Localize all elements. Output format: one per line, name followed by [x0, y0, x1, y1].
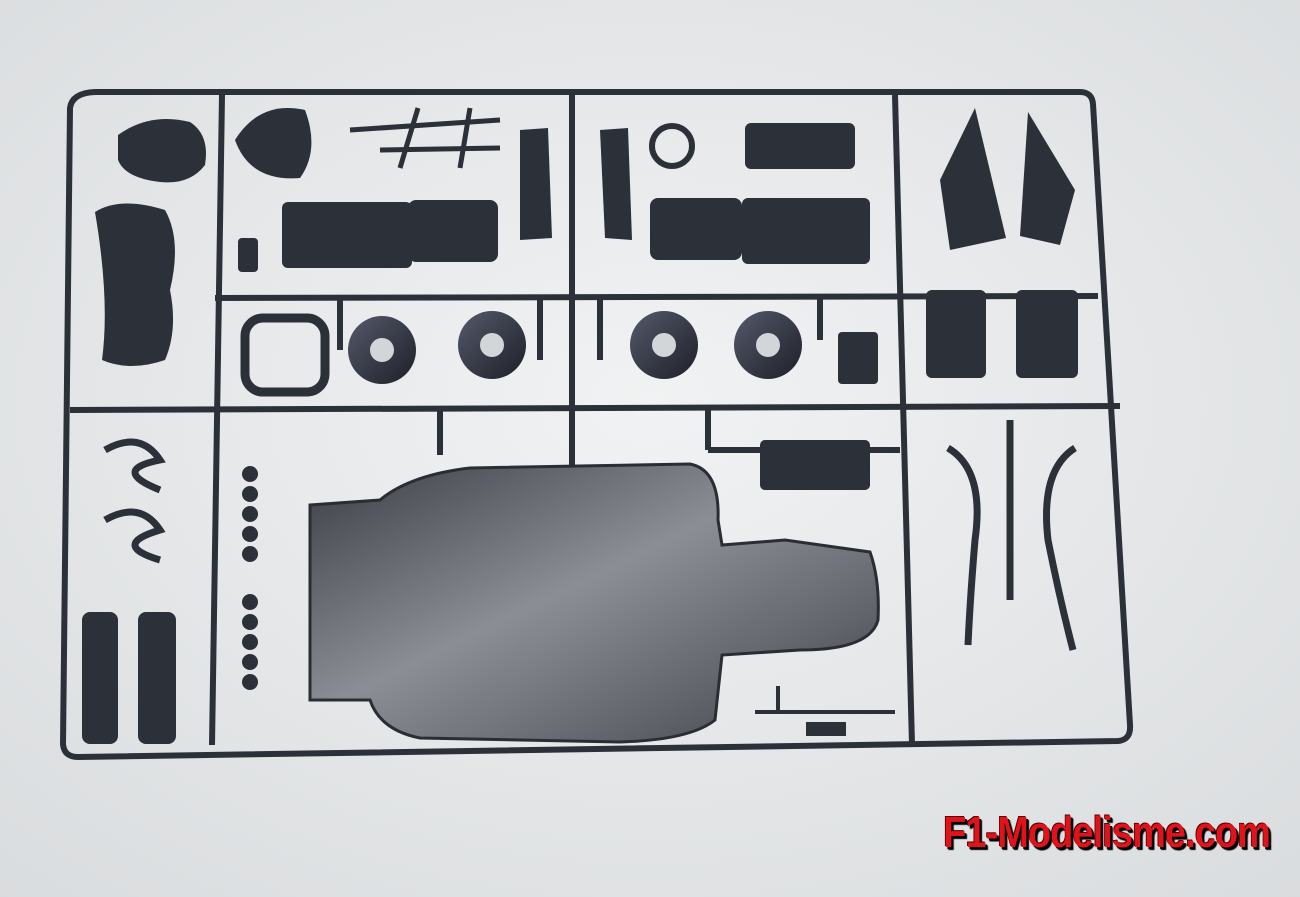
floor-pan [308, 462, 880, 744]
sprue-frame [60, 89, 1134, 760]
watermark-logo: F1-Modelisme.com [943, 808, 1271, 857]
